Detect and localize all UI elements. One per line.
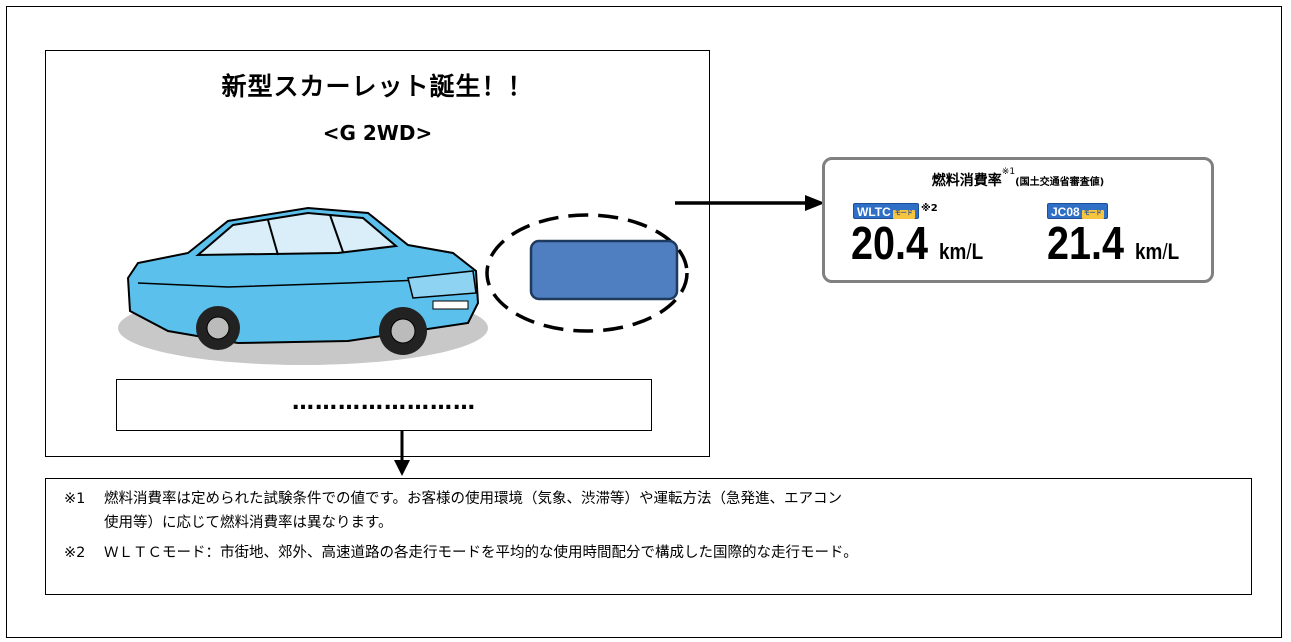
ad-title: 新型スカーレット誕生！！ — [221, 72, 534, 101]
ad-caption-text: …………………… — [292, 390, 476, 415]
wltc-value: 20.4 km/L — [851, 217, 984, 269]
title-note-mark: ※1 — [1001, 167, 1016, 177]
ad-caption-box: …………………… — [116, 379, 652, 431]
jc08-value: 21.4 km/L — [1047, 217, 1180, 269]
ad-grade: <G 2WD> — [322, 121, 433, 145]
wltc-note-mark: ※2 — [921, 203, 938, 214]
arrow-right — [675, 195, 825, 211]
dashed-highlight-ellipse — [485, 213, 689, 333]
windshield-label-placeholder — [529, 239, 679, 301]
footnote-1-continued: 使用等）に応じて燃料消費率は異なります。 — [104, 515, 393, 531]
arrow-down — [394, 430, 410, 476]
car-roof-windows — [195, 211, 399, 257]
car-illustration — [118, 206, 488, 365]
wltc-unit: km/L — [938, 239, 984, 264]
title-sub: (国土交通省審査値) — [1015, 177, 1105, 188]
ad-panel: 新型スカーレット誕生！！ <G 2WD> …………………… — [45, 50, 710, 457]
fuel-label-title: 燃料消費率※1(国土交通省審査値) — [931, 167, 1105, 189]
jc08-unit: km/L — [1134, 239, 1180, 264]
outer-frame — [6, 6, 1282, 638]
